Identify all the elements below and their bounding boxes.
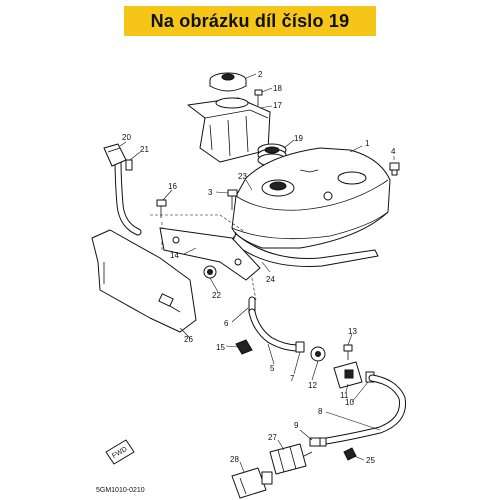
- label-23: 23: [238, 172, 247, 181]
- label-3: 3: [208, 188, 213, 197]
- part-26-panel: [91, 229, 197, 333]
- label-24: 24: [266, 275, 275, 284]
- label-12: 12: [308, 381, 317, 390]
- part-28-pump: [231, 467, 273, 499]
- leader-lines: [119, 73, 395, 473]
- label-11: 11: [340, 391, 349, 400]
- part-20-filler-pipe: [103, 143, 142, 236]
- label-21: 21: [140, 145, 149, 154]
- fwd-arrow-icon: FWD: [105, 439, 135, 465]
- label-6: 6: [224, 319, 229, 328]
- part-2-cap: [209, 72, 247, 92]
- label-2: 2: [258, 70, 263, 79]
- part-number-labels: 1 2 3 4 5 6 7 8 9 10 11 12 13 14 15 16 1…: [122, 70, 396, 465]
- diagram-code: 5GM1010-0210: [96, 487, 145, 494]
- part-14-bracket: [159, 227, 261, 281]
- label-26: 26: [184, 335, 193, 344]
- label-18: 18: [273, 84, 282, 93]
- part-4-bolt: [389, 162, 400, 176]
- label-25: 25: [366, 456, 375, 465]
- label-17: 17: [273, 101, 282, 110]
- label-9: 9: [294, 421, 299, 430]
- part-21-clip: [125, 159, 133, 171]
- label-4: 4: [391, 147, 396, 156]
- label-15: 15: [216, 343, 225, 352]
- label-5: 5: [270, 364, 275, 373]
- part-1-fuel-tank: [231, 147, 391, 249]
- label-22: 22: [212, 291, 221, 300]
- label-28: 28: [230, 455, 239, 464]
- part-27-filter: [269, 443, 313, 475]
- part-22-damper: [203, 265, 217, 279]
- label-10: 10: [345, 398, 354, 407]
- part-17-cover: [187, 97, 271, 163]
- banner-title: Na obrázku díl číslo 19: [124, 6, 376, 36]
- part-12-joint: [310, 346, 326, 362]
- label-20: 20: [122, 133, 131, 142]
- part-7-clamp: [295, 341, 305, 353]
- part-9-joint: [309, 437, 327, 447]
- part-18-bolt: [254, 89, 263, 106]
- part-15-clamp: [235, 339, 253, 355]
- part-5-hose: [248, 308, 302, 352]
- label-8: 8: [318, 407, 323, 416]
- part-11-fuel-cock: [333, 361, 363, 389]
- label-13: 13: [348, 327, 357, 336]
- part-25-clamp: [343, 447, 357, 461]
- label-14: 14: [170, 251, 179, 260]
- label-7: 7: [290, 374, 295, 383]
- part-24-strap: [231, 233, 379, 267]
- part-13-bolt: [343, 344, 353, 360]
- part-8-hose: [316, 374, 407, 446]
- label-27: 27: [268, 433, 277, 442]
- label-19: 19: [294, 134, 303, 143]
- label-1: 1: [365, 139, 370, 148]
- part-16-bolt: [156, 199, 167, 218]
- label-16: 16: [168, 182, 177, 191]
